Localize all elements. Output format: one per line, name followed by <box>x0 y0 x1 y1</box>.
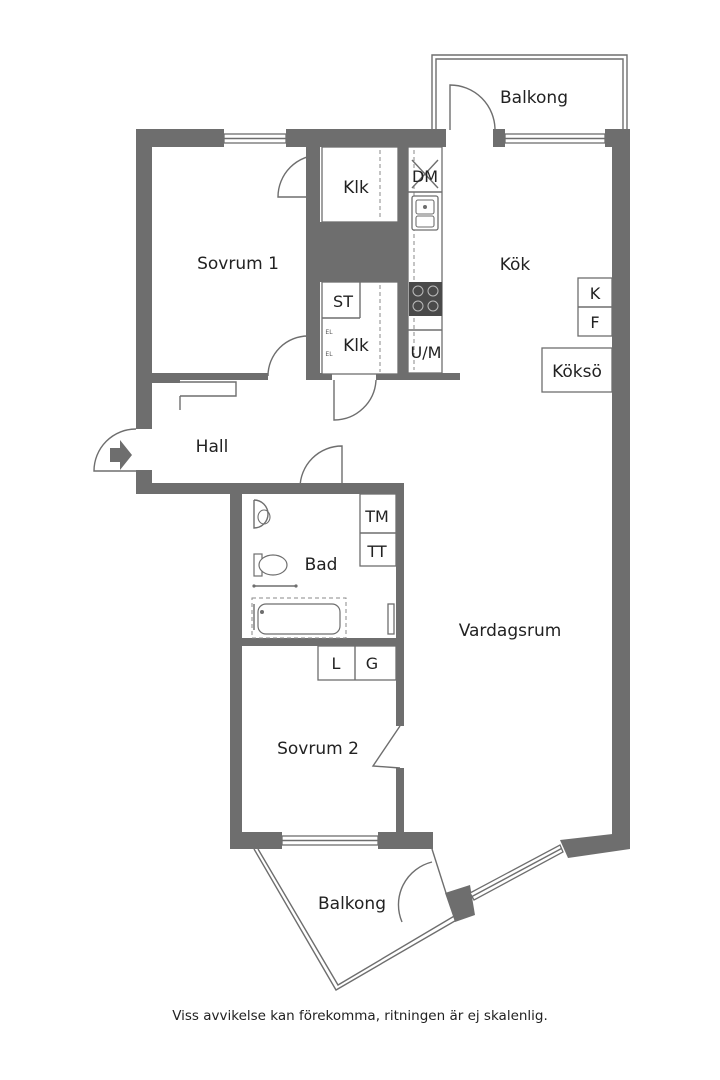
bathtub-icon <box>251 597 347 639</box>
label-l: L <box>332 654 341 673</box>
exterior-walls <box>136 129 630 922</box>
entrance-arrow-icon <box>110 440 132 470</box>
label-el-1: EL <box>325 329 333 336</box>
label-tt: TT <box>366 542 386 561</box>
label-balkong-top: Balkong <box>500 88 568 108</box>
bath-radiator <box>387 603 395 635</box>
toilet-icon <box>253 553 288 577</box>
label-bad: Bad <box>305 555 338 575</box>
label-klk-top: Klk <box>343 178 369 198</box>
label-um: U/M <box>411 343 442 362</box>
stove-icon <box>409 282 442 316</box>
kitchen-island <box>541 347 613 393</box>
shower-rail <box>252 584 298 588</box>
doors <box>93 84 496 923</box>
label-k: K <box>590 284 601 303</box>
kitchen-counter <box>407 146 443 374</box>
label-vardagsrum: Vardagsrum <box>459 621 562 641</box>
closets <box>321 146 399 375</box>
label-kok: Kök <box>500 255 531 275</box>
wardrobes <box>317 645 397 681</box>
label-sovrum1: Sovrum 1 <box>197 254 279 274</box>
label-klk-mid: Klk <box>343 336 369 356</box>
washbasin-icon <box>253 499 271 529</box>
label-f: F <box>590 313 599 332</box>
laundry-machines <box>359 493 397 567</box>
fridge-freezer <box>577 277 613 337</box>
label-st: ST <box>333 292 353 311</box>
label-hall: Hall <box>196 437 229 457</box>
label-tm: TM <box>364 507 389 526</box>
label-dm: DM <box>412 167 438 186</box>
room-labels: Balkong Sovrum 1 Klk DM Kök K F ST Klk E… <box>196 88 602 914</box>
hall-fixtures <box>179 381 237 410</box>
label-g: G <box>366 654 378 673</box>
label-balkong-bottom: Balkong <box>318 894 386 914</box>
label-kokso: Köksö <box>552 362 602 382</box>
interior-walls <box>152 147 460 840</box>
label-el-2: EL <box>325 351 333 358</box>
sink-icon <box>411 195 439 231</box>
windows <box>223 133 606 901</box>
balcony-bottom <box>253 848 461 991</box>
disclaimer-text: Viss avvikelse kan förekomma, ritningen … <box>172 1008 548 1024</box>
label-sovrum2: Sovrum 2 <box>277 739 359 759</box>
balcony-top <box>431 54 628 130</box>
